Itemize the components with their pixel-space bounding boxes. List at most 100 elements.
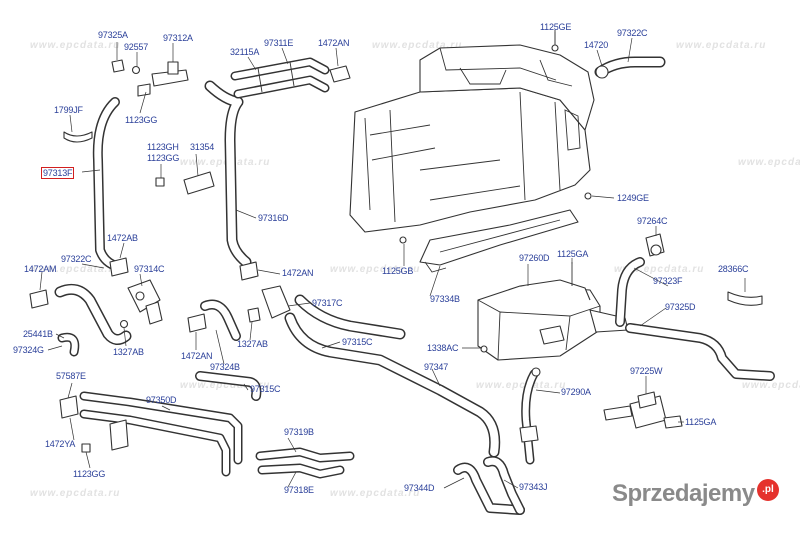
part-label-25441B[interactable]: 25441B: [23, 329, 53, 339]
part-label-97322C[interactable]: 97322C: [617, 28, 648, 38]
watermark: www.epcdata.ru: [676, 40, 767, 51]
watermark: www.epcdata.ru: [30, 40, 121, 51]
watermark: www.epcdata.ru: [330, 264, 421, 275]
clip-1327AB: [119, 319, 129, 329]
brand-logo: Sprzedajemy: [612, 480, 755, 507]
part-label-1472AM[interactable]: 1472AM: [24, 264, 57, 274]
valve-97225W: [603, 391, 683, 429]
plug-97325A: [111, 59, 125, 73]
watermark: www.epcdata.ru: [372, 40, 463, 51]
bolt-1123GG-lower: [81, 443, 91, 453]
part-label-97314C[interactable]: 97314C: [134, 264, 165, 274]
part-label-1799JF[interactable]: 1799JF: [54, 105, 83, 115]
part-label-1123GG[interactable]: 1123GG: [73, 469, 106, 479]
part-label-97290A[interactable]: 97290A: [561, 387, 591, 397]
part-label-1472AN[interactable]: 1472AN: [181, 351, 213, 361]
watermark: www.epcdata.ru: [30, 264, 121, 275]
hose-97319B: [255, 447, 355, 479]
part-label-97322C[interactable]: 97322C: [61, 254, 92, 264]
hose-97315C: [284, 294, 501, 458]
part-label-14720[interactable]: 14720: [584, 40, 609, 50]
part-label-97264C[interactable]: 97264C: [637, 216, 668, 226]
watermark: www.epcdata.ru: [738, 157, 800, 168]
connector-97317C: [187, 261, 291, 341]
watermark: www.epcdata.ru: [180, 157, 271, 168]
part-label-97315C[interactable]: 97315C: [250, 384, 281, 394]
clip-28366C: [727, 291, 763, 306]
clamp-1472AM: [29, 289, 49, 309]
leader-lines: [39, 32, 746, 489]
hose-97344D: [453, 456, 525, 515]
part-label-1472YA[interactable]: 1472YA: [45, 439, 76, 449]
duct-bracket: [419, 209, 579, 273]
clip-1799JF: [63, 131, 93, 143]
part-label-31354[interactable]: 31354: [190, 142, 215, 152]
part-label-1123GH[interactable]: 1123GH: [147, 142, 179, 152]
part-label-97324B[interactable]: 97324B: [210, 362, 240, 372]
pipe-97311E: [230, 57, 330, 99]
part-label-97334B[interactable]: 97334B: [430, 294, 460, 304]
plug-92557: [131, 65, 141, 75]
part-label-1472AN[interactable]: 1472AN: [318, 38, 350, 48]
watermark: www.epcdata.ru: [476, 380, 567, 391]
part-label-97318E[interactable]: 97318E: [284, 485, 314, 495]
bracket-31354: [183, 171, 215, 195]
part-label-97260D[interactable]: 97260D: [519, 253, 550, 263]
part-label-97316D[interactable]: 97316D: [258, 213, 289, 223]
part-label-97313F[interactable]: 97313F: [41, 167, 75, 179]
part-label-1123GG[interactable]: 1123GG: [147, 153, 180, 163]
part-label-97343J[interactable]: 97343J: [519, 482, 548, 492]
part-label-1472AB[interactable]: 1472AB: [107, 233, 138, 243]
sensor-97264C: [645, 233, 665, 257]
part-label-1125GA[interactable]: 1125GA: [685, 417, 717, 427]
part-label-1338AC[interactable]: 1338AC: [427, 343, 459, 353]
part-label-97225W[interactable]: 97225W: [630, 366, 663, 376]
hose-97315C-short: [195, 371, 262, 401]
part-label-97311E[interactable]: 97311E: [264, 38, 294, 48]
part-label-1327AB[interactable]: 1327AB: [113, 347, 144, 357]
part-label-97317C[interactable]: 97317C: [312, 298, 343, 308]
part-label-57587E[interactable]: 57587E: [56, 371, 86, 381]
part-label-97319B[interactable]: 97319B: [284, 427, 314, 437]
valve-97314C: [127, 279, 163, 325]
hose-97322C-left: [54, 283, 132, 345]
part-label-97312A[interactable]: 97312A: [163, 33, 193, 43]
part-label-1123GG[interactable]: 1123GG: [125, 115, 158, 125]
part-label-1125GB[interactable]: 1125GB: [382, 266, 414, 276]
brand-badge: .pl: [757, 479, 779, 501]
part-label-1249GE[interactable]: 1249GE: [617, 193, 649, 203]
hose-97322C-top: [594, 56, 666, 79]
part-label-1327AB[interactable]: 1327AB: [237, 339, 268, 349]
clamp-1472AN-top: [329, 65, 351, 83]
watermark: www.epcdata.ru: [614, 264, 705, 275]
part-label-97325D[interactable]: 97325D: [665, 302, 696, 312]
part-label-28366C[interactable]: 28366C: [718, 264, 749, 274]
clamp-1472AB: [109, 257, 129, 277]
hose-97323F: [615, 257, 775, 381]
clamp-57587E: [59, 395, 79, 419]
part-label-97323F[interactable]: 97323F: [653, 276, 683, 286]
part-label-1472AN[interactable]: 1472AN: [282, 268, 314, 278]
heater-unit: [349, 30, 595, 244]
part-label-97324G[interactable]: 97324G: [13, 345, 44, 355]
hose-97313F: [92, 97, 121, 271]
part-label-92557[interactable]: 92557: [124, 42, 149, 52]
bolt-1123GG: [155, 177, 165, 187]
hose-97324G: [57, 332, 80, 357]
tee-97312A: [137, 61, 189, 97]
part-label-97315C[interactable]: 97315C: [342, 337, 373, 347]
watermark: www.epcdata.ru: [742, 380, 800, 391]
part-label-32115A[interactable]: 32115A: [230, 47, 260, 57]
watermark: www.epcdata.ru: [330, 488, 421, 499]
part-label-1125GE[interactable]: 1125GE: [540, 22, 572, 32]
part-label-97350D[interactable]: 97350D: [146, 395, 177, 405]
part-label-97347[interactable]: 97347: [424, 362, 449, 372]
part-label-1125GA[interactable]: 1125GA: [557, 249, 589, 259]
pipe-97350D: [79, 391, 243, 477]
part-label-97344D[interactable]: 97344D: [404, 483, 435, 493]
heater-97260D: [477, 262, 629, 361]
watermark: www.epcdata.ru: [180, 380, 271, 391]
part-label-97325A[interactable]: 97325A: [98, 30, 128, 40]
